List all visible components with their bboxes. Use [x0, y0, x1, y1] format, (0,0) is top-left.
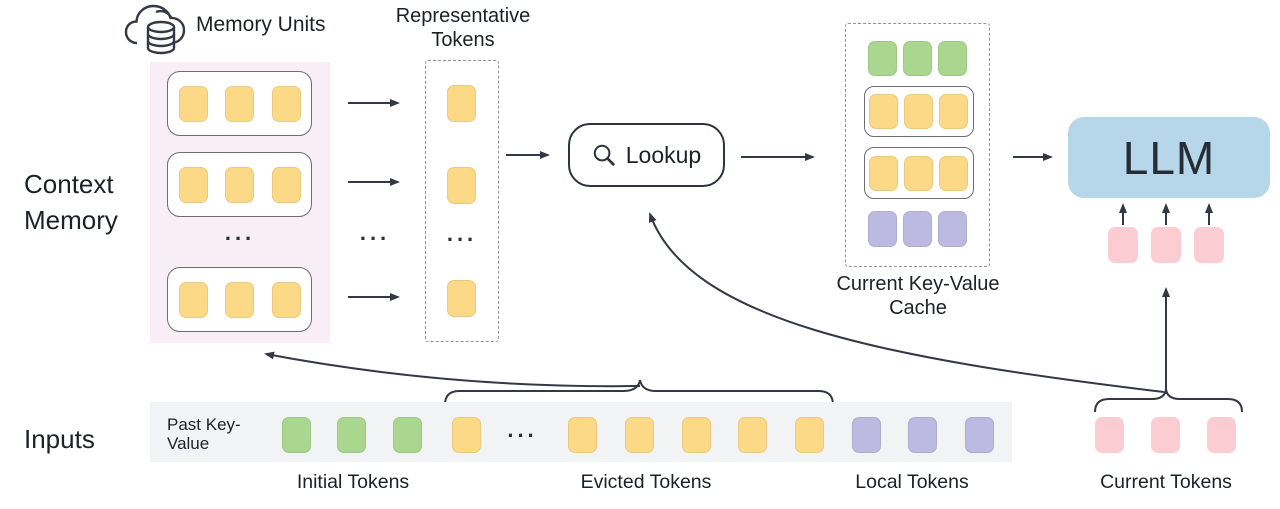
llm-box: LLM	[1068, 117, 1270, 198]
current-kv-cache-caption: Current Key-Value Cache	[836, 273, 1000, 319]
cache-token	[938, 41, 967, 76]
cache-memory-unit	[864, 86, 974, 137]
llm-label: LLM	[1122, 131, 1216, 184]
cache-token	[939, 156, 968, 191]
current-token	[1095, 417, 1124, 453]
representative-tokens-box: ...	[425, 60, 499, 342]
current-token	[1151, 417, 1180, 453]
memory-ellipsis: ...	[224, 220, 256, 245]
memory-cloud-icon	[124, 4, 186, 55]
representative-ellipsis: ...	[446, 221, 478, 246]
cache-token	[938, 211, 967, 247]
memory-to-representative-arrows	[348, 99, 400, 301]
cache-memory-unit	[864, 147, 974, 199]
current-token	[1207, 417, 1236, 453]
cache-token	[868, 41, 897, 76]
evicted-tokens-label: Evicted Tokens	[580, 471, 712, 493]
initial-tokens-label: Initial Tokens	[296, 471, 410, 493]
lookup-box: Lookup	[568, 123, 725, 187]
current-token-to-llm-arrows	[1119, 203, 1213, 225]
evicted-token	[738, 417, 767, 453]
evicted-token	[568, 417, 597, 453]
cache-token	[903, 41, 932, 76]
representative-token	[447, 167, 476, 204]
arrows-ellipsis: ...	[359, 220, 391, 245]
memory-token	[179, 86, 208, 122]
local-token	[965, 417, 994, 453]
memory-token	[179, 167, 208, 203]
memory-units-title: Memory Units	[196, 13, 326, 36]
evicted-token	[625, 417, 654, 453]
cache-token	[868, 211, 897, 247]
initial-token	[282, 417, 311, 453]
cache-token	[939, 94, 968, 129]
current-tokens-brace	[1094, 388, 1243, 413]
memory-token	[272, 167, 301, 203]
local-tokens-label: Local Tokens	[855, 471, 969, 493]
memory-token	[179, 282, 208, 318]
current-kv-cache-box	[845, 23, 990, 267]
llm-input-token	[1108, 227, 1138, 263]
context-memory-panel: ...	[150, 62, 330, 343]
initial-token	[393, 417, 422, 453]
representative-token	[447, 280, 476, 317]
representative-tokens-title: Representative Tokens	[395, 5, 531, 51]
cache-token	[904, 94, 933, 129]
strip-ellipsis: ...	[507, 417, 538, 442]
context-memory-label: Context Memory	[24, 169, 118, 235]
lookup-label: Lookup	[625, 141, 702, 168]
evicted-to-memory-arrow	[264, 351, 641, 388]
llm-input-token	[1151, 227, 1181, 263]
memory-token	[225, 167, 254, 203]
llm-input-token	[1194, 227, 1224, 263]
evicted-token	[682, 417, 711, 453]
local-token	[908, 417, 937, 453]
search-icon	[593, 144, 615, 166]
local-token	[852, 417, 881, 453]
memory-token	[272, 86, 301, 122]
representative-token	[447, 85, 476, 122]
memory-token	[272, 282, 301, 318]
inputs-label: Inputs	[24, 424, 95, 454]
past-key-value-label: Past Key-Value	[167, 415, 241, 453]
memory-unit	[167, 152, 312, 217]
cache-token	[869, 156, 898, 191]
cache-token	[903, 211, 932, 247]
memory-unit	[167, 71, 312, 136]
memory-unit	[167, 267, 312, 332]
evicted-token	[452, 417, 481, 453]
evicted-token	[795, 417, 824, 453]
memory-token	[225, 86, 254, 122]
cache-token	[904, 156, 933, 191]
initial-token	[337, 417, 366, 453]
current-tokens-label: Current Tokens	[1100, 471, 1232, 493]
cache-token	[869, 94, 898, 129]
memory-token	[225, 282, 254, 318]
